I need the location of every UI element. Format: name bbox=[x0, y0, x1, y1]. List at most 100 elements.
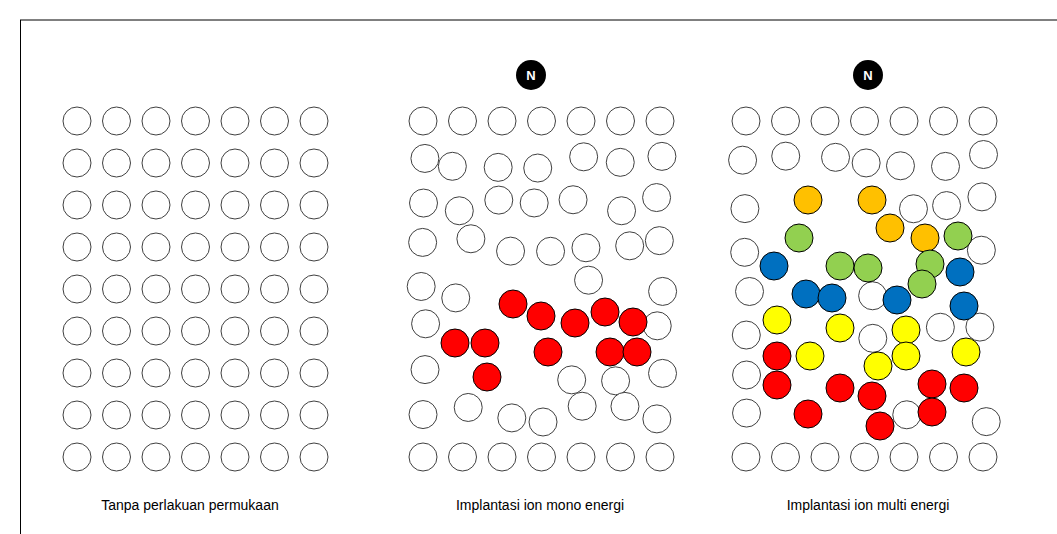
implanted-ion bbox=[763, 371, 791, 399]
implanted-ion bbox=[918, 398, 946, 426]
host-atom bbox=[300, 149, 328, 177]
host-atom bbox=[221, 191, 249, 219]
host-atom bbox=[182, 191, 210, 219]
badge-fill bbox=[516, 60, 546, 90]
host-atom bbox=[63, 317, 91, 345]
host-atom bbox=[488, 443, 516, 471]
host-atom bbox=[300, 401, 328, 429]
host-atom bbox=[182, 443, 210, 471]
host-atom bbox=[261, 275, 289, 303]
host-atom bbox=[182, 149, 210, 177]
host-atom bbox=[103, 275, 131, 303]
host-atom bbox=[852, 149, 880, 177]
implanted-ion bbox=[785, 224, 813, 252]
panel-caption: Tanpa perlakuan permukaan bbox=[101, 497, 278, 513]
atom-grid bbox=[63, 107, 1000, 471]
element-symbol: N bbox=[526, 69, 535, 82]
host-atom bbox=[63, 401, 91, 429]
host-atom bbox=[63, 275, 91, 303]
host-atom bbox=[221, 317, 249, 345]
host-atom bbox=[63, 149, 91, 177]
implanted-ion bbox=[818, 284, 846, 312]
host-atom bbox=[261, 317, 289, 345]
host-atom bbox=[559, 186, 587, 214]
host-atom bbox=[442, 284, 470, 312]
host-atom bbox=[300, 191, 328, 219]
element-badge: N bbox=[853, 60, 883, 90]
host-atom bbox=[103, 443, 131, 471]
host-atom bbox=[182, 233, 210, 261]
host-atom bbox=[221, 233, 249, 261]
host-atom bbox=[142, 359, 170, 387]
implanted-ion bbox=[892, 342, 920, 370]
host-atom bbox=[645, 227, 673, 255]
host-atom bbox=[407, 272, 435, 300]
host-atom bbox=[736, 277, 764, 305]
host-atom bbox=[646, 443, 674, 471]
host-atom bbox=[969, 107, 997, 135]
host-atom bbox=[409, 401, 437, 429]
element-symbol: N bbox=[863, 69, 872, 82]
implanted-ion bbox=[911, 224, 939, 252]
host-atom bbox=[221, 401, 249, 429]
host-atom bbox=[63, 359, 91, 387]
host-atom bbox=[484, 153, 512, 181]
implanted-ion bbox=[473, 363, 501, 391]
implanted-ion bbox=[858, 186, 886, 214]
implanted-ion bbox=[471, 329, 499, 357]
host-atom bbox=[608, 197, 636, 225]
host-atom bbox=[772, 142, 800, 170]
implanted-ion bbox=[561, 309, 589, 337]
host-atom bbox=[103, 191, 131, 219]
host-atom bbox=[733, 399, 761, 427]
implanted-ion bbox=[858, 382, 886, 410]
host-atom bbox=[409, 107, 437, 135]
host-atom bbox=[182, 107, 210, 135]
implanted-ion bbox=[826, 252, 854, 280]
host-atom bbox=[438, 152, 466, 180]
host-atom bbox=[930, 443, 958, 471]
host-atom bbox=[611, 392, 639, 420]
host-atom bbox=[412, 310, 440, 338]
host-atom bbox=[498, 404, 526, 432]
host-atom bbox=[142, 401, 170, 429]
host-atom bbox=[969, 443, 997, 471]
host-atom bbox=[411, 356, 439, 384]
host-atom bbox=[567, 443, 595, 471]
implanted-ion bbox=[794, 186, 822, 214]
implanted-ion bbox=[908, 270, 936, 298]
host-atom bbox=[643, 405, 671, 433]
host-atom bbox=[485, 186, 513, 214]
host-atom bbox=[182, 317, 210, 345]
implanted-ion bbox=[596, 338, 624, 366]
host-atom bbox=[261, 359, 289, 387]
host-atom bbox=[731, 238, 759, 266]
host-atom bbox=[568, 392, 596, 420]
host-atom bbox=[454, 393, 482, 421]
host-atom bbox=[103, 317, 131, 345]
host-atom bbox=[409, 228, 437, 256]
host-atom bbox=[607, 443, 635, 471]
host-atom bbox=[733, 361, 761, 389]
host-atom bbox=[300, 317, 328, 345]
implanted-ion bbox=[796, 342, 824, 370]
host-atom bbox=[886, 152, 914, 180]
host-atom bbox=[520, 189, 548, 217]
implanted-ion bbox=[763, 342, 791, 370]
host-atom bbox=[970, 141, 998, 169]
host-atom bbox=[261, 401, 289, 429]
host-atom bbox=[529, 408, 557, 436]
host-atom bbox=[63, 443, 91, 471]
implanted-ion bbox=[883, 286, 911, 314]
implanted-ion bbox=[892, 316, 920, 344]
implanted-ion bbox=[826, 314, 854, 342]
host-atom bbox=[142, 191, 170, 219]
badge-fill bbox=[853, 60, 883, 90]
host-atom bbox=[261, 191, 289, 219]
host-atom bbox=[300, 233, 328, 261]
host-atom bbox=[182, 401, 210, 429]
host-atom bbox=[300, 359, 328, 387]
host-atom bbox=[528, 443, 556, 471]
frame-line bbox=[20, 20, 1057, 21]
host-atom bbox=[890, 443, 918, 471]
